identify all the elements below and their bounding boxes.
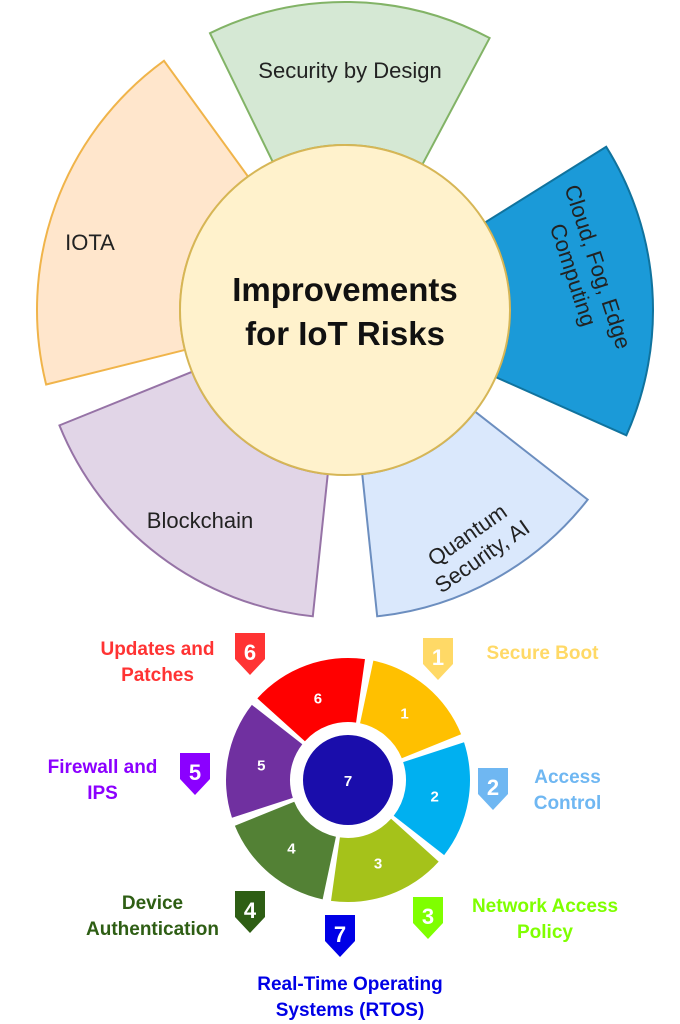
step-label-firewall-ips: Firewall and IPS (47, 757, 158, 804)
wheel-segment-number: 6 (314, 690, 322, 707)
step-badge-2 (478, 768, 508, 810)
wheel-segment-3 (331, 818, 439, 902)
wheel-segment-6 (257, 658, 365, 742)
center-title-line-1: Improvements (232, 271, 458, 308)
wheel-segment-4 (234, 801, 336, 900)
wheel-segment-1 (360, 660, 462, 759)
wheel-segment-2 (393, 742, 470, 856)
wheel-segment-5 (225, 704, 303, 818)
step-label-device-authentication: Device Authentication (86, 893, 219, 940)
step-badge-number: 1 (432, 645, 444, 670)
step-badge-3 (413, 897, 443, 939)
step-badge-5 (180, 753, 210, 795)
step-label-rtos: Real-Time Operating Systems (RTOS) (257, 974, 443, 1021)
step-label-network-access-policy: Network Access Policy (471, 896, 619, 943)
step-badge-number: 2 (487, 775, 499, 800)
step-badge-number: 4 (244, 898, 257, 923)
step-badge-number: 3 (422, 904, 434, 929)
step-badge-6 (235, 633, 265, 675)
segment-label-iota: IOTA (65, 230, 115, 255)
step-badge-number: 6 (244, 640, 256, 665)
center-title-line-2: for IoT Risks (245, 315, 445, 352)
wheel-segment-number: 1 (400, 706, 408, 723)
step-badge-4 (235, 891, 265, 933)
step-badge-number: 5 (189, 760, 201, 785)
wheel-segment-number: 2 (430, 788, 438, 805)
wheel-segment-number: 4 (287, 840, 296, 857)
step-badge-number: 7 (334, 922, 346, 947)
step-badge-1 (423, 638, 453, 680)
step-label-secure-boot: Secure Boot (486, 643, 599, 664)
step-badge-7 (325, 915, 355, 957)
center-title: Improvements for IoT Risks (185, 268, 505, 356)
step-label-access-control: Access Control (533, 767, 602, 814)
wheel-center-number: 7 (344, 773, 352, 790)
wheel-center-7 (299, 731, 397, 829)
wheel-segment-number: 3 (374, 856, 382, 873)
segment-label-blockchain: Blockchain (146, 508, 254, 533)
wheel-segment-number: 5 (257, 758, 265, 775)
step-label-updates-patches: Updates and Patches (100, 639, 215, 686)
center-circle (179, 144, 511, 476)
segment-label-security-by-design: Security by Design (258, 58, 442, 83)
